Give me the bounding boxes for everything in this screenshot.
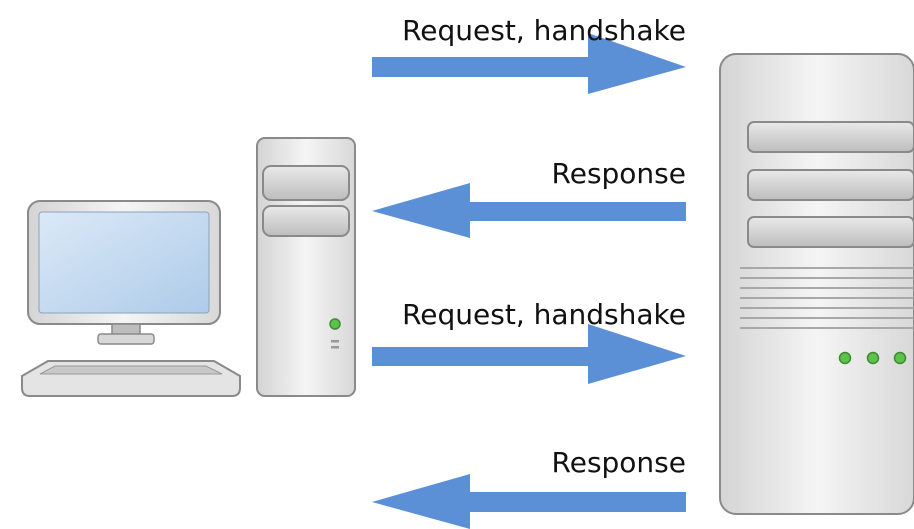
response-arrow-1 — [372, 183, 686, 238]
server-icon — [719, 53, 914, 515]
server-led-icon — [838, 351, 852, 365]
request-arrow-1 — [372, 33, 686, 94]
message-label-request-1: Request, handshake — [402, 14, 686, 47]
server-led-icon — [893, 351, 907, 365]
client-keyboard-icon — [21, 360, 241, 397]
server-vent-lines — [740, 267, 914, 329]
message-arrows — [372, 33, 686, 529]
message-label-request-2: Request, handshake — [402, 298, 686, 331]
client-tower-icon — [256, 137, 356, 397]
response-arrow-2 — [372, 474, 686, 529]
server-led-icon — [866, 351, 880, 365]
client-monitor-icon — [27, 200, 221, 345]
message-label-response-2: Response — [552, 446, 686, 479]
message-label-response-1: Response — [552, 157, 686, 190]
request-arrow-2 — [372, 324, 686, 384]
